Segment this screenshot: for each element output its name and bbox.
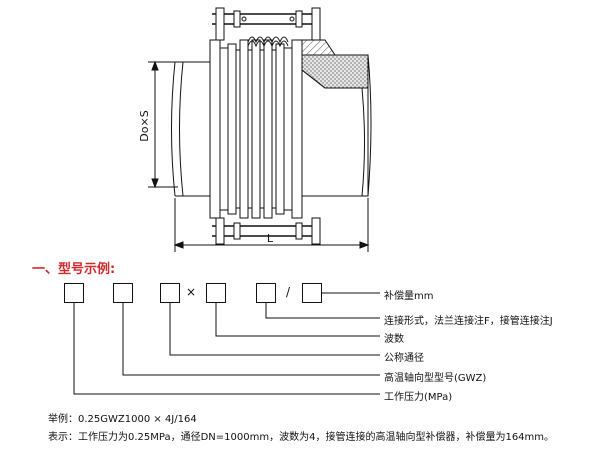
- code-box-pressure: [64, 283, 84, 303]
- code-box-diameter: [160, 283, 180, 303]
- example-line: 举例：0.25GWZ1000 × 4J/164: [48, 414, 197, 425]
- code-box-connection: [256, 283, 276, 303]
- expansion-joint-drawing: Do×S L: [138, 7, 372, 252]
- legend-connection: 连接形式，法兰连接注F，接管连接注J: [384, 316, 553, 327]
- slash-symbol: /: [286, 285, 291, 299]
- dimension-height-label: Do×S: [138, 110, 151, 141]
- legend-compensation: 补偿量mm: [384, 291, 434, 302]
- code-box-waves: [206, 283, 226, 303]
- legend-pressure: 工作压力(MPa): [384, 392, 453, 403]
- length-dimension: [173, 198, 370, 252]
- code-box-model: [113, 283, 133, 303]
- code-box-compensation: [302, 283, 322, 303]
- dimension-length-label: L: [267, 232, 274, 245]
- legend-diameter: 公称通径: [384, 353, 424, 364]
- tie-rods-top: [212, 7, 321, 41]
- bellows-section-detail: [247, 36, 289, 48]
- legend-model: 高温轴向型型号(GWZ): [384, 373, 487, 384]
- times-symbol: ×: [186, 285, 197, 299]
- height-dimension: [148, 60, 178, 189]
- example-explanation: 表示：工作压力为0.25MPa，通径DN=1000mm，波数为4，接管连接的高温…: [48, 432, 555, 443]
- section-title: 一、型号示例:: [32, 262, 116, 277]
- right-pipe: [301, 54, 372, 197]
- tie-rods-bottom: [212, 217, 321, 245]
- legend-waves: 波数: [384, 334, 404, 345]
